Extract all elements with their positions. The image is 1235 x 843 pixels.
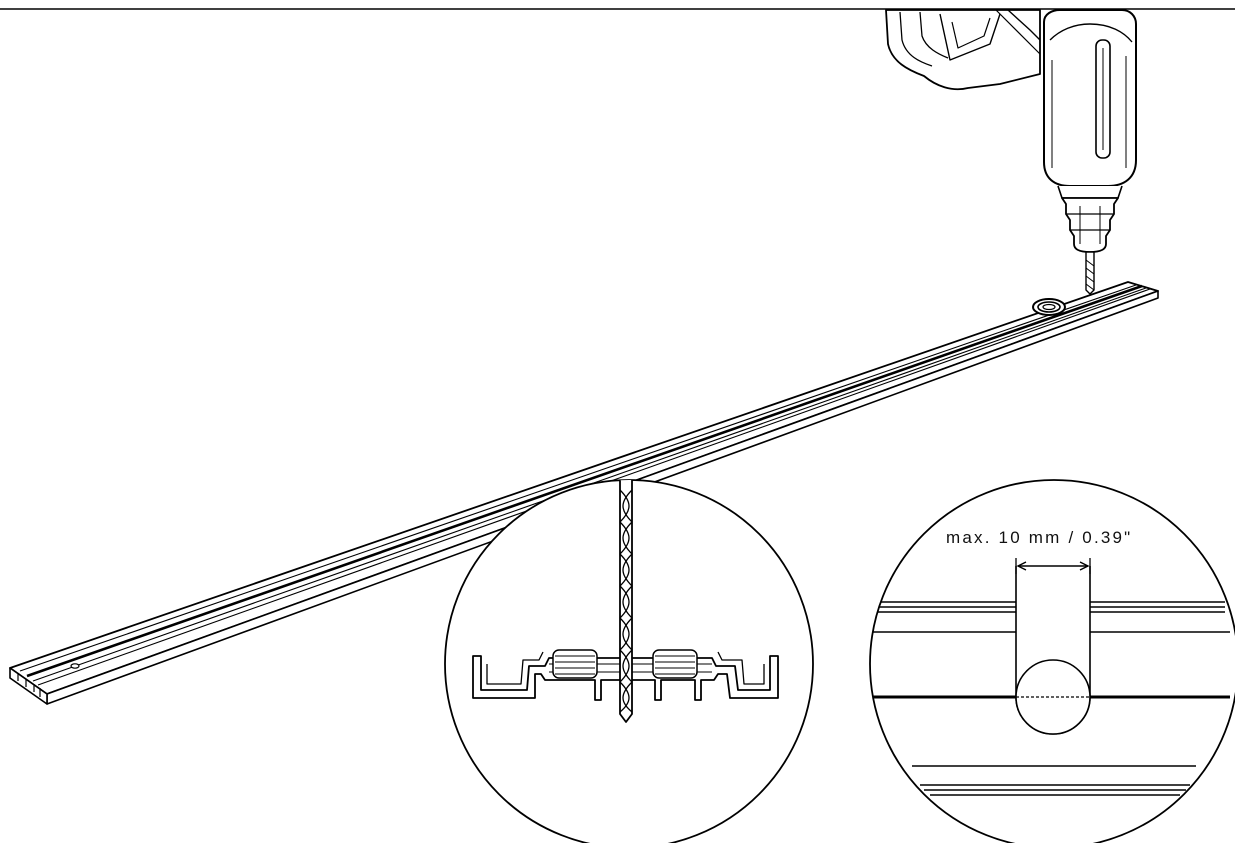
hole-grommet bbox=[1032, 298, 1066, 316]
detail-circle-cross-section bbox=[444, 479, 814, 843]
dimension-label: max. 10 mm / 0.39" bbox=[946, 528, 1132, 547]
drill-handle bbox=[1043, 9, 1137, 187]
detail-circle-slot-dimension: max. 10 mm / 0.39" bbox=[869, 479, 1235, 843]
drill-bit bbox=[1085, 251, 1095, 295]
drill-chuck bbox=[1061, 197, 1119, 253]
rail-end-cap bbox=[9, 667, 48, 705]
drill bbox=[885, 9, 1137, 295]
